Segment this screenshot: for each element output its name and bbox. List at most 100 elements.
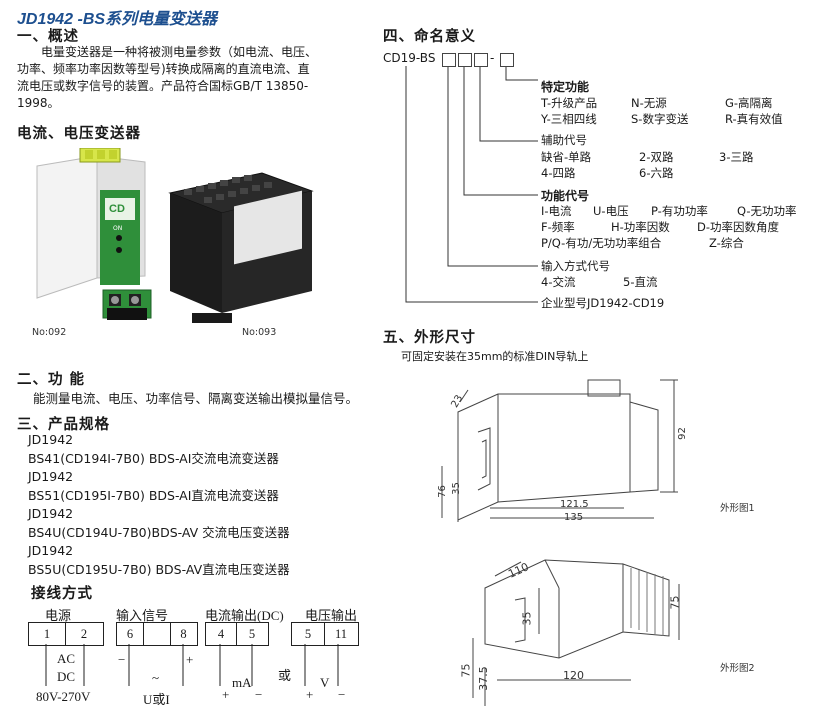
- terminal-2: 2: [80, 626, 88, 641]
- spec-line: BS41(CD194I-7B0) BDS-AI交流电流变送器: [28, 450, 279, 466]
- function-code-title: 功能代号: [541, 189, 590, 203]
- wiring-power-terminals: 1 2: [28, 622, 104, 646]
- func-item: U-电压: [593, 204, 629, 218]
- dim-37-5: 37.5: [476, 666, 490, 691]
- dimensions-heading: 五、外形尺寸: [383, 330, 476, 346]
- dim-92: 92: [676, 427, 688, 440]
- terminal-6: 6: [117, 623, 144, 645]
- special-item: N-无源: [631, 96, 667, 110]
- naming-connector-lines: [405, 66, 538, 303]
- enterprise-model: 企业型号JD1942-CD19: [541, 296, 665, 310]
- special-item: R-真有效值: [725, 112, 783, 126]
- spec-line: JD1942: [28, 469, 74, 484]
- spec-line: BS5U(CD195U-7B0) BDS-AV直流电压变送器: [28, 561, 290, 577]
- dimensions-subtitle: 可固定安装在35mm的标准DIN导轨上: [401, 350, 589, 363]
- dim-121-5: 121.5: [560, 499, 589, 510]
- voltage-out-minus: −: [338, 687, 346, 702]
- current-out-minus: −: [255, 687, 263, 702]
- func-item: H-功率因数: [611, 220, 670, 234]
- aux-code-list: 缺省-单路 2-双路 3-三路 4-四路 6-六路: [541, 149, 753, 181]
- voltage-out-plus: +: [306, 687, 314, 702]
- wiring-lines: [45, 644, 339, 686]
- transmitter-photo-1: CD ON: [25, 147, 165, 324]
- terminal-11: 11: [334, 626, 348, 641]
- wiring-current-out-title: 电流输出(DC): [205, 608, 284, 623]
- model-prefix: CD19-BS: [383, 51, 436, 65]
- func-item: P/Q-有功/无功功率组合: [541, 236, 662, 250]
- dim-35: 35: [450, 482, 462, 495]
- dim-35-fig2: 35: [520, 611, 534, 626]
- terminal-blank: [144, 623, 171, 645]
- aux-item: 2-双路: [639, 150, 674, 164]
- dim-75-left: 75: [459, 663, 473, 678]
- special-item: G-高隔离: [725, 96, 773, 110]
- wiring-power-title: 电源: [45, 608, 72, 623]
- model-box-3: [474, 53, 488, 67]
- model-dash: -: [490, 51, 495, 65]
- photo-1-caption: No:092: [32, 327, 67, 338]
- func-item: Q-无功功率: [737, 204, 797, 218]
- product-heading: 电流、电压变送器: [17, 126, 141, 142]
- document-title: JD1942 -BS系列电量变送器: [17, 11, 218, 28]
- input-u-or-i: U或I: [143, 692, 170, 707]
- special-item: Y-三相四线: [541, 112, 597, 126]
- wiring-ac-label: AC: [57, 651, 76, 666]
- overview-line: 流电压或数字信号的装置。产品符合国标GB/T 13850-: [17, 79, 309, 93]
- wiring-voltage-out-terminals: 5 11: [291, 622, 359, 646]
- special-function-title: 特定功能: [541, 80, 590, 94]
- wiring-dc-label: DC: [57, 669, 76, 684]
- special-item: S-数字变送: [631, 112, 689, 126]
- current-out-ma: mA: [232, 675, 252, 690]
- func-item: I-电流: [541, 204, 572, 218]
- aux-item: 4-四路: [541, 166, 576, 180]
- overview-text: 电量变送器是一种将被测电量参数（如电流、电压、 功率、频率功率因数等型号)转换成…: [17, 44, 317, 112]
- terminal-5b: 5: [292, 623, 325, 645]
- dim-75-right: 75: [668, 595, 682, 610]
- func-item: D-功率因数角度: [697, 220, 780, 234]
- spec-line: JD1942: [28, 543, 74, 558]
- figure-2-caption: 外形图2: [720, 663, 755, 674]
- terminal-5: 5: [248, 626, 256, 641]
- dim-135: 135: [564, 512, 584, 523]
- spec-line: BS51(CD195I-7B0) BDS-AI直流电流变送器: [28, 487, 279, 503]
- wiring-input-terminals: 6 8: [116, 622, 198, 646]
- outline-figure-1: [441, 379, 678, 522]
- input-code-title: 输入方式代号: [541, 259, 610, 273]
- input-tilde: ~: [152, 670, 160, 685]
- panel-on-label: ON: [113, 225, 123, 232]
- panel-cd-label: CD: [109, 203, 125, 215]
- spec-line: BS4U(CD194U-7B0)BDS-AV 交流电压变送器: [28, 524, 290, 540]
- model-box-1: [442, 53, 456, 67]
- dim-76: 76: [436, 485, 448, 498]
- wiring-heading: 接线方式: [31, 586, 93, 602]
- model-box-2: [458, 53, 472, 67]
- input-minus: −: [118, 652, 126, 667]
- function-heading: 二、功 能: [17, 372, 86, 388]
- terminal-8: 8: [180, 626, 187, 641]
- naming-heading: 四、命名意义: [383, 29, 476, 45]
- input-plus: +: [186, 652, 194, 667]
- specs-heading: 三、产品规格: [17, 417, 110, 433]
- terminal-1: 1: [29, 623, 66, 645]
- aux-item: 6-六路: [639, 166, 674, 180]
- wiring-input-title: 输入信号: [116, 608, 169, 623]
- voltage-out-v: V: [320, 675, 330, 690]
- func-item: F-频率: [541, 220, 575, 234]
- aux-item: 缺省-单路: [541, 150, 592, 164]
- aux-item: 3-三路: [719, 150, 754, 164]
- current-out-plus: +: [222, 687, 230, 702]
- wiring-voltage-out-title: 电压输出: [305, 608, 358, 623]
- outline-figure-2: [472, 559, 680, 706]
- dim-120: 120: [563, 669, 584, 682]
- overview-heading: 一、概述: [17, 29, 79, 45]
- overview-line: 1998。: [17, 96, 60, 110]
- photo-2-caption: No:093: [242, 327, 277, 338]
- input-item: 4-交流: [541, 275, 576, 289]
- overview-line: 电量变送器是一种将被测电量参数（如电流、电压、: [41, 45, 318, 59]
- terminal-4: 4: [206, 623, 237, 645]
- func-item: P-有功功率: [651, 204, 708, 218]
- specs-list: JD1942 BS41(CD194I-7B0) BDS-AI交流电流变送器 JD…: [28, 431, 290, 579]
